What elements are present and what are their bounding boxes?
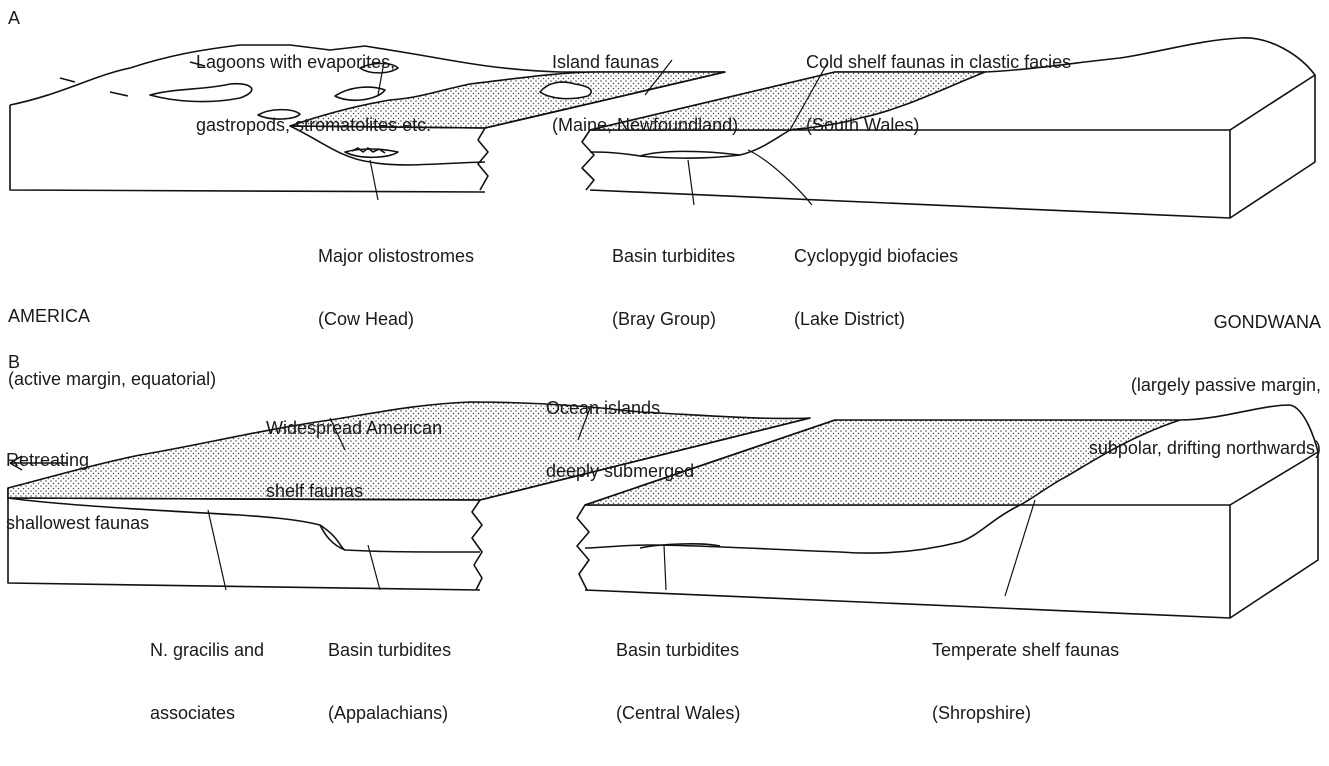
label-basin-turbidites-a: Basin turbidites (Bray Group)	[612, 204, 735, 372]
label-lagoons: Lagoons with evaporites, gastropods, str…	[196, 10, 431, 178]
label-widespread-shelf: Widespread American shelf faunas	[266, 376, 442, 544]
label-basin-turbidites-wales: Basin turbidites (Central Wales)	[616, 598, 740, 766]
label-gracilis: N. gracilis and associates	[150, 598, 264, 766]
label-island-faunas: Island faunas (Maine, Newfoundland)	[552, 10, 738, 178]
label-basin-turbidites-appalachians: Basin turbidites (Appalachians)	[328, 598, 451, 766]
label-retreating: Retreating shallowest faunas	[6, 408, 149, 576]
label-cold-shelf: Cold shelf faunas in clastic facies (Sou…	[806, 10, 1071, 178]
label-gondwana: GONDWANA (largely passive margin, subpol…	[1089, 270, 1321, 501]
label-cyclopygid: Cyclopygid biofacies (Lake District)	[794, 204, 958, 372]
panel-a-letter: A	[8, 8, 20, 29]
label-america: AMERICA (active margin, equatorial)	[8, 264, 216, 432]
label-ocean-islands: Ocean islands deeply submerged	[546, 356, 694, 524]
label-olistostromes: Major olistostromes (Cow Head)	[318, 204, 474, 372]
figure: A B Lagoons with evaporites, gastropods,…	[0, 0, 1329, 643]
label-temperate-shelf: Temperate shelf faunas (Shropshire)	[932, 598, 1119, 766]
